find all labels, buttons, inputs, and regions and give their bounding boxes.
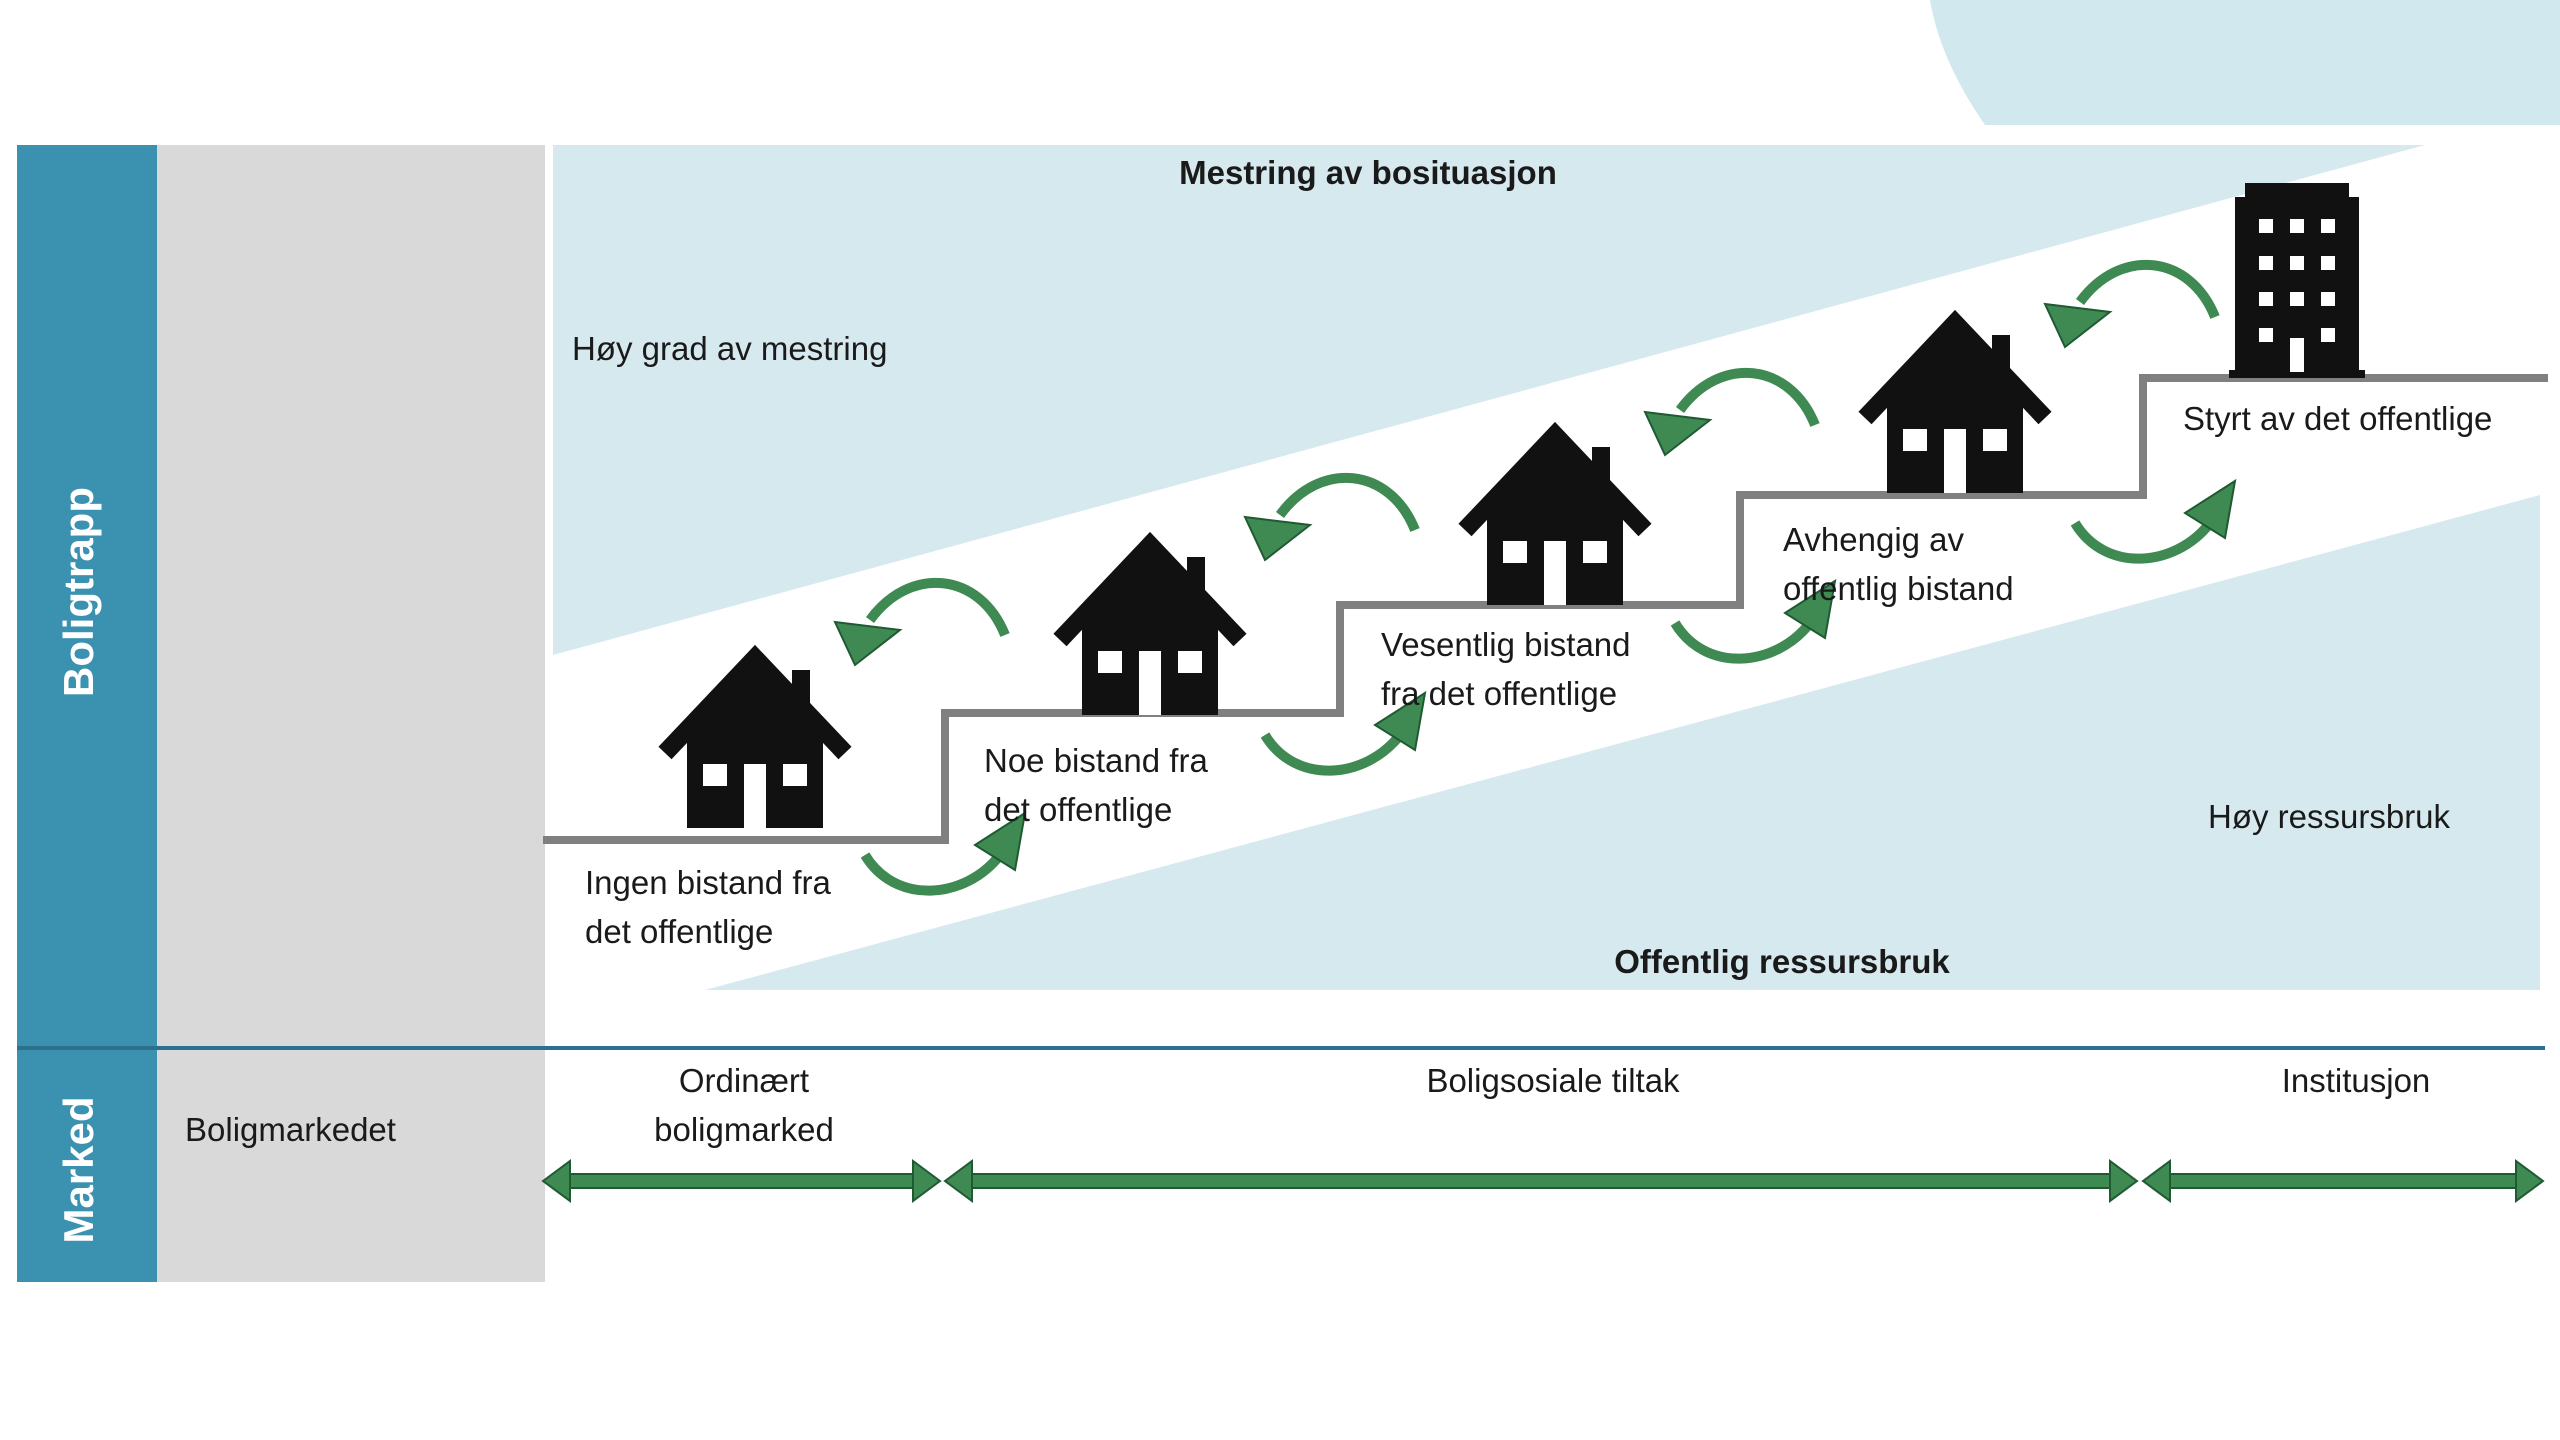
grey-panel — [157, 145, 545, 1282]
market-segment-institution: Institusjon — [2281, 1062, 2431, 1099]
mastery-wedge — [553, 145, 2425, 655]
market-segment-social: Boligsosiale tiltak — [1426, 1062, 1680, 1099]
label-high-mastery: Høy grad av mestring — [572, 330, 888, 367]
title-top: Mestring av bosituasjon — [1179, 154, 1557, 191]
step-label-4: Avhengig av offentlig bistand — [1783, 521, 2014, 607]
market-grey-label: Boligmarkedet — [185, 1111, 396, 1148]
market-segment-ordinary: Ordinært boligmarked — [654, 1062, 834, 1148]
arrow-down-icon-1 — [835, 583, 1005, 665]
market-arrow-social — [943, 1159, 2139, 1203]
arrow-down-icon-3 — [1645, 373, 1815, 455]
resource-wedge — [705, 495, 2540, 990]
house-icon-1 — [665, 658, 845, 828]
title-bottom: Offentlig ressursbruk — [1614, 943, 1950, 980]
arrow-down-icon-4 — [2045, 265, 2215, 347]
step-label-5: Styrt av det offentlige — [2183, 400, 2493, 437]
market-arrow-ordinary — [541, 1159, 942, 1203]
side-label-marked: Marked — [55, 1096, 102, 1244]
house-icon-3 — [1465, 435, 1645, 605]
side-band — [17, 145, 157, 1282]
market-arrow-institution — [2141, 1159, 2545, 1203]
house-icon-2 — [1060, 545, 1240, 715]
corner-decoration — [1930, 0, 2560, 125]
step-label-3: Vesentlig bistand fra det offentlige — [1381, 626, 1631, 712]
side-label-boligtrapp: Boligtrapp — [55, 487, 102, 697]
step-label-1: Ingen bistand fra det offentlige — [585, 864, 831, 950]
step-label-2: Noe bistand fra det offentlige — [984, 742, 1208, 828]
building-icon — [2229, 183, 2365, 378]
arrow-down-icon-2 — [1245, 478, 1415, 560]
label-high-resources: Høy ressursbruk — [2208, 798, 2451, 835]
house-icon-4 — [1865, 323, 2045, 493]
